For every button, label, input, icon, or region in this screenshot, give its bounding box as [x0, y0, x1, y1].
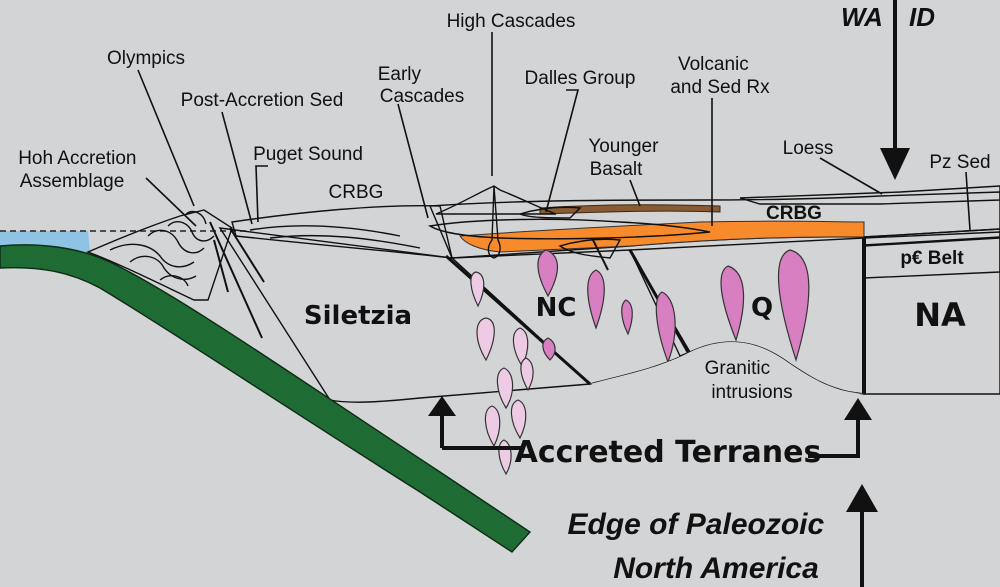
na-label: NA: [914, 296, 966, 334]
edge-paleozoic-arrow: [846, 484, 878, 587]
granitic-basin: [590, 342, 864, 394]
high-cascades-label: High Cascades: [447, 11, 576, 32]
dalles-group-label: Dalles Group: [525, 68, 636, 89]
crbg-west-lines: [249, 225, 421, 249]
crbg-east-label: CRBG: [766, 203, 822, 224]
subducting-slab: [0, 244, 532, 553]
fault-west-1: [209, 221, 263, 339]
post-accretion-sed-label: Post-Accretion Sed: [181, 90, 344, 111]
crbg-west-label: CRBG: [329, 182, 384, 203]
accreted-left-arrow: [428, 396, 524, 450]
accreted-terranes-label: Accreted Terranes: [515, 435, 822, 470]
hoh-fold-lines: [109, 210, 215, 287]
leader-lines: [137, 32, 971, 231]
fault-siletzia-nc: [445, 254, 591, 386]
olympics-label: Olympics: [107, 48, 185, 69]
puget-sound-label: Puget Sound: [253, 144, 363, 165]
loess-label: Loess: [783, 138, 834, 159]
loess-layer: [739, 185, 1000, 205]
accreted-right-arrow: [808, 398, 872, 458]
early-cascades-label: Early Cascades: [378, 64, 465, 107]
siletzia-terrane: [218, 227, 592, 403]
siletzia-label: Siletzia: [304, 301, 412, 331]
blue-intrusion: [558, 238, 622, 259]
plutons-siletzia: [470, 271, 534, 476]
id-label: ID: [909, 2, 935, 32]
high-cascades-volcano: [435, 185, 557, 215]
pz-sed-label: Pz Sed: [929, 152, 990, 173]
dalles-group-layer: [517, 206, 582, 219]
younger-basalt-label: Younger Basalt: [588, 136, 663, 180]
plutons-pink: [537, 249, 810, 364]
volcanic-sed-rx-label: Volcanic and Sed Rx: [670, 54, 770, 98]
nc-label: NC: [536, 293, 577, 323]
granitic-intrusions-label: Granitic intrusions: [705, 358, 793, 403]
pc-belt-label: p€ Belt: [900, 248, 964, 269]
edge-paleozoic-label: Edge of Paleozoic North America: [567, 508, 832, 585]
younger-basalt-layer: [539, 204, 721, 215]
fault-pz: [591, 237, 609, 271]
q-label: Q: [751, 293, 773, 323]
fault-west-3: [213, 239, 229, 293]
fault-west-2: [229, 227, 265, 283]
wa-label: WA: [841, 2, 883, 32]
volcano-conduit: [487, 185, 501, 259]
hoh-accretion-label: Hoh Accretion Assemblage: [18, 148, 142, 192]
wa-id-arrow: [880, 0, 910, 180]
